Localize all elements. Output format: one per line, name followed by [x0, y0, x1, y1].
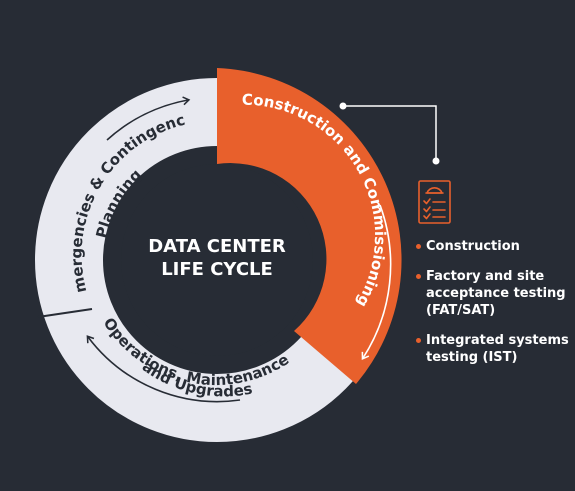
ring-segment-construction: [217, 68, 402, 384]
center-title-line-2: LIFE CYCLE: [161, 259, 273, 280]
bullet-dot-icon: [416, 244, 421, 249]
arrow-construction: [361, 204, 392, 360]
center-title-line-1: DATA CENTER: [148, 236, 286, 257]
bullet-dot-icon: [416, 338, 421, 343]
construction-bullet-list: Construction Factory and site acceptance…: [416, 238, 574, 379]
arrow-operations: [86, 335, 241, 403]
center-circle: [121, 164, 313, 356]
bullet-item: Construction: [416, 238, 574, 255]
bullet-item: Integrated systems testing (IST): [416, 332, 574, 366]
arrow-emergencies: [106, 96, 191, 141]
checklist-icon: [418, 180, 451, 224]
callout-connector: [339, 102, 440, 165]
bullet-dot-icon: [416, 274, 421, 279]
ring-divider: [37, 308, 93, 318]
bullet-item: Factory and site acceptance testing (FAT…: [416, 268, 574, 319]
